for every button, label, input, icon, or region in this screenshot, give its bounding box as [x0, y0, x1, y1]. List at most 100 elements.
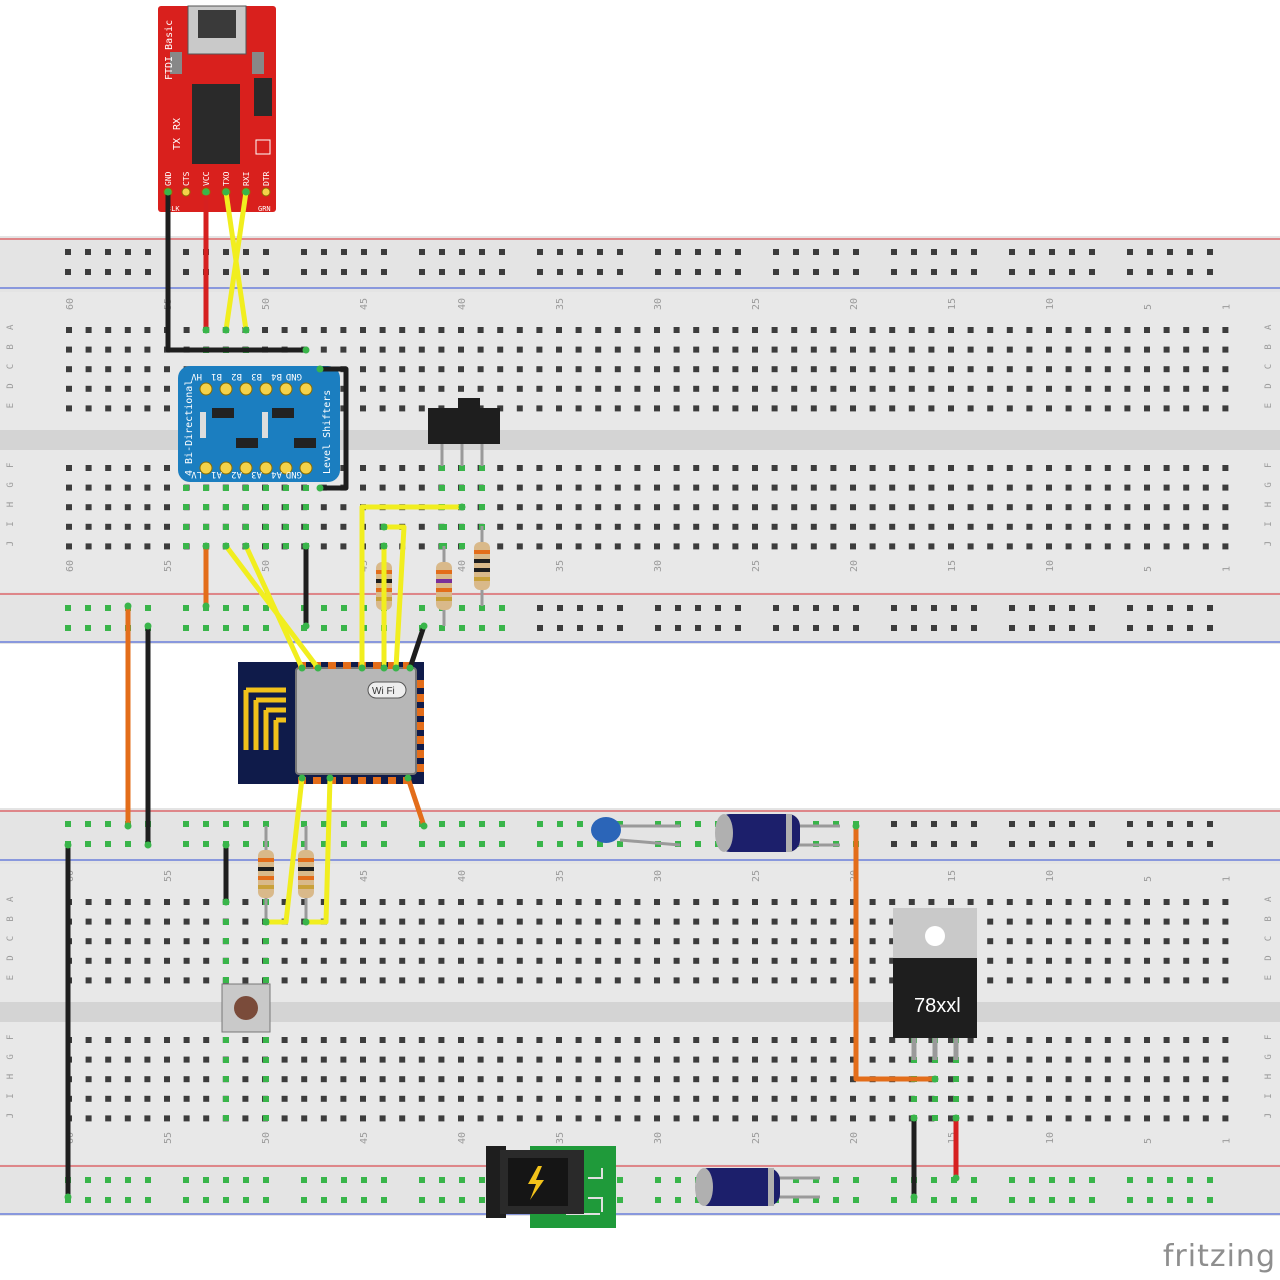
connected-hole [283, 485, 289, 491]
terminal-hole [1183, 957, 1190, 964]
resistor-band [258, 876, 274, 880]
rail-hole [263, 269, 269, 275]
terminal-hole [830, 385, 837, 392]
wire-end [380, 664, 388, 672]
row-letter: C [6, 364, 16, 369]
terminal-hole [634, 938, 641, 945]
terminal-hole [1124, 957, 1131, 964]
rail-hole [1009, 821, 1015, 827]
terminal-hole [1065, 504, 1072, 511]
terminal-hole [1124, 1037, 1131, 1043]
rail-hole [243, 1197, 249, 1203]
terminal-hole [203, 899, 210, 905]
rail-hole [695, 841, 701, 847]
column-number: 40 [457, 1132, 468, 1144]
terminal-hole [575, 327, 582, 333]
terminal-hole [477, 957, 484, 964]
connected-hole [459, 524, 465, 530]
terminal-hole [1144, 465, 1150, 471]
terminal-hole [360, 957, 366, 964]
terminal-hole [85, 1095, 92, 1102]
terminal-hole [654, 957, 660, 964]
row-letter: G [1264, 482, 1274, 487]
rail-hole [931, 1197, 937, 1203]
resistor-band [298, 876, 314, 880]
rail-hole [459, 1197, 465, 1203]
row-letter: C [6, 936, 16, 941]
terminal-hole [1163, 1056, 1170, 1063]
terminal-hole [242, 1095, 249, 1102]
terminal-hole [144, 523, 151, 530]
column-number: 50 [261, 560, 272, 572]
rail-hole [479, 821, 485, 827]
terminal-hole [634, 385, 641, 392]
terminal-hole [1104, 1115, 1111, 1122]
terminal-hole [575, 1056, 582, 1063]
jumper-wires [64, 188, 960, 1201]
terminal-hole [654, 1115, 660, 1122]
rail-hole [361, 269, 367, 275]
terminal-hole [791, 327, 798, 333]
terminal-hole [418, 327, 425, 333]
terminal-hole [810, 1115, 817, 1122]
level-shifter-pin-label: HV [191, 371, 202, 381]
row-letter: B [1264, 344, 1274, 349]
terminal-hole [124, 405, 131, 412]
terminal-hole [810, 346, 817, 353]
terminal-hole [771, 405, 778, 412]
terminal-hole [634, 1037, 641, 1043]
terminal-hole [242, 918, 249, 925]
terminal-hole [732, 346, 739, 353]
terminal-hole [948, 327, 954, 333]
terminal-hole [987, 523, 994, 530]
terminal-hole [1183, 1076, 1190, 1083]
terminal-hole [634, 1076, 641, 1083]
level-shifter-pin [259, 461, 273, 475]
rail-hole [793, 1197, 799, 1203]
terminal-hole [1183, 523, 1190, 530]
terminal-hole [889, 1037, 896, 1043]
terminal-hole [654, 405, 660, 412]
rail-hole [715, 249, 721, 255]
rail-hole [1207, 605, 1213, 611]
wire-end [358, 664, 366, 672]
terminal-hole [418, 1076, 425, 1083]
terminal-hole [1085, 465, 1092, 471]
rail-hole [459, 625, 465, 631]
wire-end [952, 1114, 960, 1122]
terminal-hole [516, 346, 523, 353]
terminal-hole [1006, 346, 1013, 353]
rail-hole [813, 1197, 819, 1203]
rail-hole [617, 1177, 623, 1183]
terminal-hole [379, 938, 386, 945]
rail-hole [439, 249, 445, 255]
terminal-hole [634, 1095, 641, 1102]
terminal-hole [418, 1115, 425, 1122]
wire-end [298, 664, 306, 672]
terminal-hole [516, 1115, 523, 1122]
rail-hole [813, 1177, 819, 1183]
rail-hole [793, 249, 799, 255]
terminal-hole [869, 385, 876, 392]
rail-hole [321, 1177, 327, 1183]
terminal-hole [712, 543, 719, 550]
connected-hole [183, 504, 189, 510]
terminal-hole [1144, 918, 1150, 925]
rail-hole [655, 249, 661, 255]
terminal-hole [105, 899, 112, 905]
rail-hole [1207, 1177, 1213, 1183]
terminal-hole [791, 1076, 798, 1083]
connected-hole [223, 1076, 229, 1082]
terminal-hole [908, 484, 915, 491]
terminal-hole [124, 346, 131, 353]
terminal-hole [1065, 327, 1072, 333]
terminal-hole [340, 543, 347, 550]
terminal-hole [928, 543, 935, 550]
connected-hole [203, 485, 209, 491]
terminal-hole [850, 1076, 856, 1083]
terminal-hole [967, 1037, 974, 1043]
fritzing-watermark: fritzing [1162, 1239, 1276, 1274]
terminal-hole [791, 484, 798, 491]
terminal-hole [1085, 523, 1092, 530]
